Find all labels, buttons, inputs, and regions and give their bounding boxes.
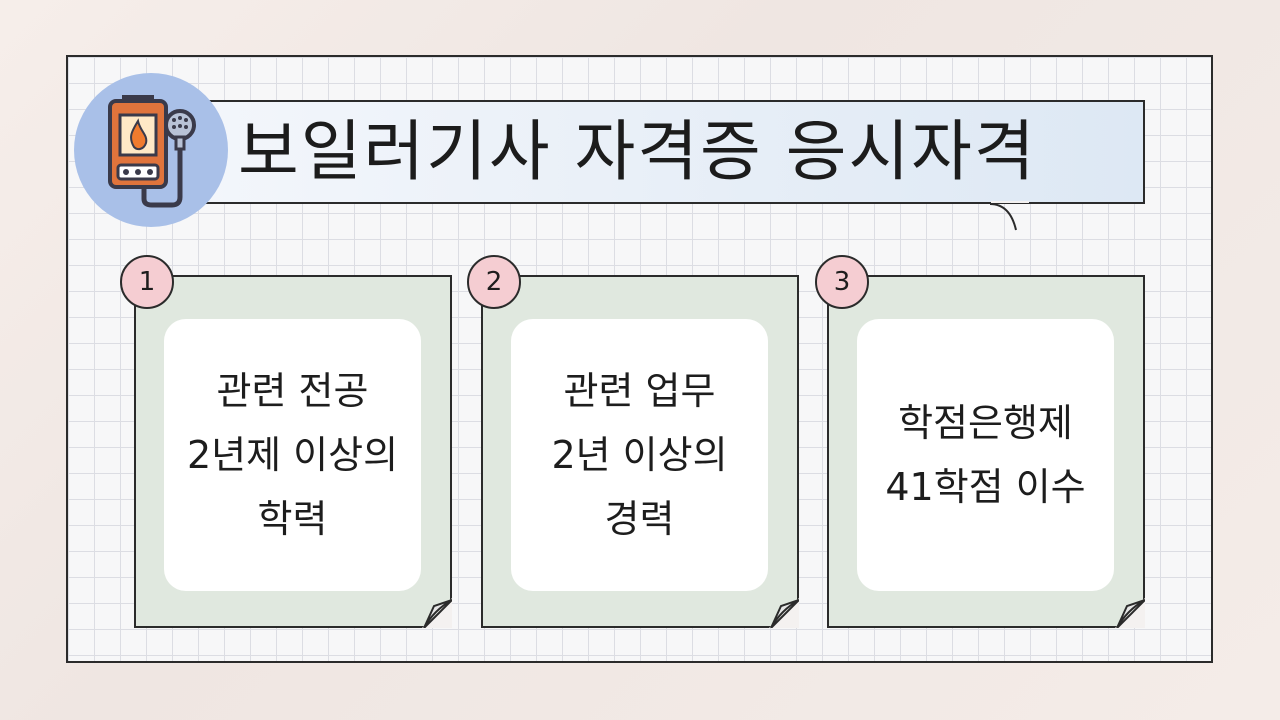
page-fold-icon <box>769 598 799 628</box>
card-line: 학점은행제 <box>898 401 1073 445</box>
qualification-card-3: 학점은행제 41학점 이수 <box>827 275 1145 628</box>
card-line: 관련 업무 <box>563 369 716 413</box>
card-number-badge: 1 <box>120 255 174 309</box>
card-line: 2년 이상의 <box>551 433 728 477</box>
card-line: 41학점 이수 <box>885 465 1086 509</box>
page-title: 보일러기사 자격증 응시자격 <box>238 113 1037 190</box>
page-fold-icon <box>1115 598 1145 628</box>
card-content: 관련 전공 2년제 이상의 학력 <box>164 319 421 591</box>
icon-circle <box>74 73 228 227</box>
card-line: 학력 <box>257 497 328 541</box>
card-number-badge: 3 <box>815 255 869 309</box>
page-fold-icon <box>422 598 452 628</box>
card-line: 경력 <box>604 497 675 541</box>
card-line: 2년제 이상의 <box>186 433 399 477</box>
qualification-card-1: 관련 전공 2년제 이상의 학력 <box>134 275 452 628</box>
speech-tail <box>990 201 1029 231</box>
title-banner <box>205 100 1145 204</box>
qualification-card-2: 관련 업무 2년 이상의 경력 <box>481 275 799 628</box>
card-content: 관련 업무 2년 이상의 경력 <box>511 319 768 591</box>
card-number-badge: 2 <box>467 255 521 309</box>
water-heater-icon <box>108 95 196 208</box>
card-line: 관련 전공 <box>216 369 369 413</box>
card-content: 학점은행제 41학점 이수 <box>857 319 1114 591</box>
